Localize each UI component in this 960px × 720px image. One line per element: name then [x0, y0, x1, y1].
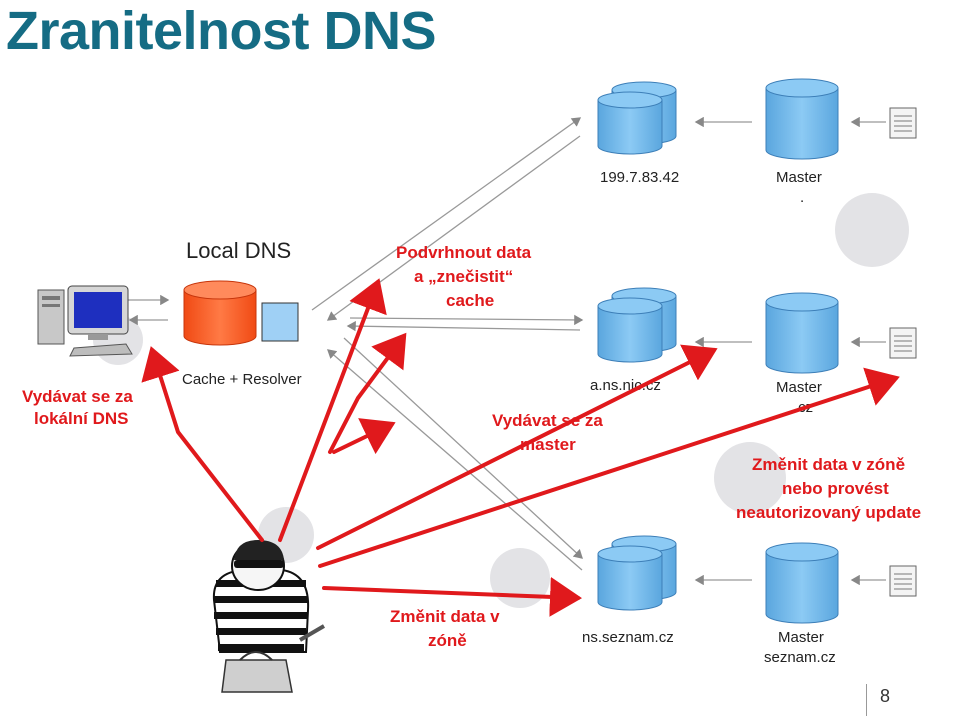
local-dns-caption: Cache + Resolver [182, 371, 302, 388]
server-199-7-83-42 [597, 81, 677, 155]
master-cz [765, 292, 839, 374]
master-label-3b: seznam.cz [764, 649, 836, 666]
master-root [765, 78, 839, 160]
master-label-2a: Master [776, 379, 822, 396]
client-computer-icon [37, 285, 133, 357]
server-ns-seznam-cz [597, 535, 677, 611]
attack-arrow-change-zone-master [318, 367, 900, 568]
page-number: 8 [880, 686, 891, 706]
attack-arrow-change-zone [322, 576, 582, 617]
server-label-1: 199.7.83.42 [600, 169, 679, 186]
attack-arrow-poison-3 [332, 418, 396, 455]
master-seznam-cz [765, 542, 839, 624]
master-label-1b: . [800, 189, 804, 206]
server-a-ns-nic-cz [597, 287, 677, 363]
attack-arrow-poison-2 [328, 332, 407, 454]
page-number-divider [866, 684, 867, 716]
master-label-1a: Master [776, 169, 822, 186]
label-change-update-3: neautorizovaný update [736, 503, 921, 522]
zone-file-icon [889, 565, 917, 597]
attacker-icon [212, 540, 326, 693]
label-pose-master-1: Vydávat se za [492, 411, 603, 430]
cache-cylinder [183, 280, 257, 346]
label-poison-3: cache [446, 291, 494, 310]
label-pose-local-1: Vydávat se za [22, 387, 133, 406]
zone-file-icon [889, 107, 917, 139]
zone-file-icon [889, 327, 917, 359]
resolver-box [261, 302, 299, 342]
label-change-zone-2: zóně [428, 631, 467, 650]
page-title: Zranitelnost DNS [6, 1, 437, 61]
attack-arrow-pose-master [316, 344, 718, 550]
local-dns-heading: Local DNS [186, 238, 291, 263]
label-pose-local-2: lokální DNS [34, 409, 128, 428]
label-poison-2: a „znečistit“ [414, 267, 513, 286]
label-pose-master-2: master [520, 435, 576, 454]
label-change-update-2: nebo provést [782, 479, 889, 498]
attack-arrow-pose-local [141, 346, 264, 542]
attack-arrows [141, 278, 900, 617]
server-label-2: a.ns.nic.cz [590, 377, 661, 394]
label-change-zone-1: Změnit data v [390, 607, 500, 626]
server-label-3: ns.seznam.cz [582, 629, 674, 646]
master-label-3a: Master [778, 629, 824, 646]
label-change-update-1: Změnit data v zóně [752, 455, 905, 474]
attack-arrow-poison-1 [278, 278, 387, 542]
label-poison-1: Podvrhnout data [396, 243, 532, 262]
